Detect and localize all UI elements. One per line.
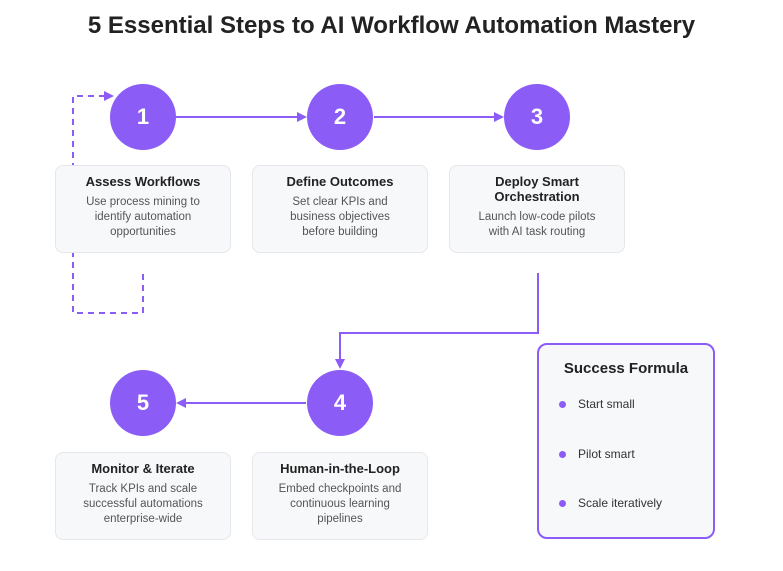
step-4-description: Embed checkpoints and continuous learnin… (278, 483, 402, 525)
step-3-card: Deploy Smart Orchestration Launch low-co… (449, 165, 625, 253)
step-1-card: Assess Workflows Use process mining to i… (55, 165, 231, 253)
step-3-circle: 3 (504, 84, 570, 150)
step-1-circle: 1 (110, 84, 176, 150)
step-2-description: Set clear KPIs and business objectives b… (290, 196, 390, 238)
step-5-description: Track KPIs and scale successful automati… (83, 483, 203, 525)
step-1-description: Use process mining to identify automatio… (86, 196, 200, 238)
arrow-3-to-4 (335, 273, 539, 369)
step-5-card: Monitor & Iterate Track KPIs and scale s… (55, 452, 231, 540)
bullet-icon (559, 499, 566, 507)
step-3-description: Launch low-code pilots with AI task rout… (478, 211, 596, 238)
step-2-circle: 2 (307, 84, 373, 150)
success-formula-title: Success Formula (563, 360, 689, 377)
step-5-heading: Monitor & Iterate (91, 461, 195, 476)
diagram-title: 5 Essential Steps to AI Workflow Automat… (87, 12, 696, 39)
step-2-heading: Define Outcomes (286, 174, 394, 189)
step-3-heading: Deploy Smart Orchestration (494, 174, 580, 204)
step-5-circle: 5 (110, 370, 176, 436)
formula-item: Pilot smart (559, 447, 635, 461)
bullet-icon (559, 400, 566, 408)
feedback-loop-arrow (72, 91, 144, 314)
step-2-card: Define Outcomes Set clear KPIs and busin… (252, 165, 428, 253)
success-formula-box: Success Formula Start small Pilot smart … (537, 343, 715, 539)
step-1-heading: Assess Workflows (85, 174, 201, 189)
step-4-heading: Human-in-the-Loop (280, 461, 400, 476)
step-4-card: Human-in-the-Loop Embed checkpoints and … (252, 452, 428, 540)
step-4-circle: 4 (307, 370, 373, 436)
formula-item: Start small (559, 397, 635, 411)
bullet-icon (559, 450, 566, 458)
formula-item: Scale iteratively (559, 496, 662, 510)
